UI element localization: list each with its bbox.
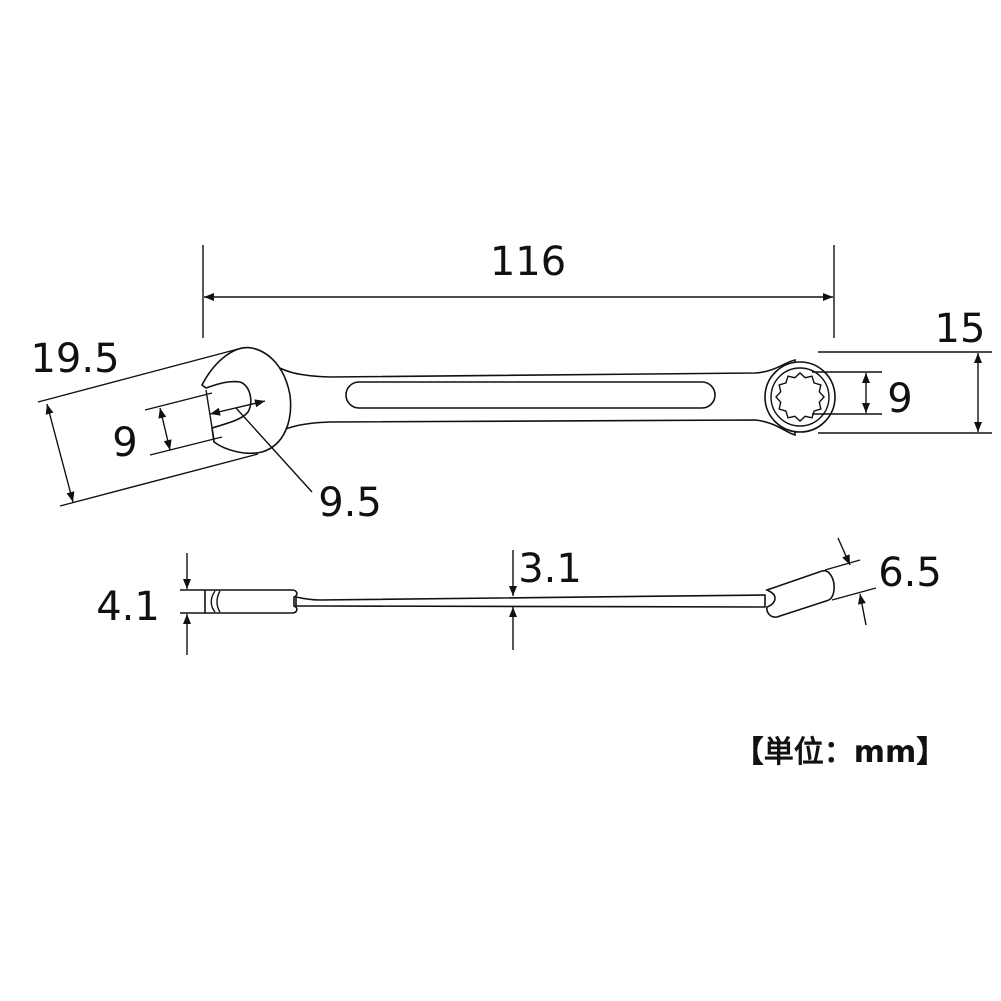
- dim-label-open-jaw-depth: 9.5: [318, 480, 382, 526]
- dim-open-jaw-depth: 9.5: [209, 399, 382, 526]
- side-handle: [295, 594, 766, 608]
- dim-ring-end: 15 9: [812, 306, 992, 434]
- handle-slot: [345, 381, 716, 409]
- dim-overall-length: 116: [202, 239, 835, 338]
- wrench-side-view: [204, 570, 835, 618]
- dim-open-head-width: 19.5: [30, 336, 259, 507]
- dim-ring-end-thickness: 6.5: [824, 537, 942, 626]
- twelve-point-socket-icon: [775, 372, 825, 422]
- wrench-top-view: [200, 346, 836, 455]
- dim-label-open-head-width: 19.5: [30, 336, 119, 382]
- unit-label: 【単位：mm】: [734, 735, 947, 770]
- side-ring-end: [764, 570, 835, 618]
- side-open-end: [204, 589, 298, 614]
- dim-label-handle-thickness: 3.1: [518, 546, 582, 592]
- dim-label-open-jaw-size: 9: [112, 420, 137, 466]
- dim-handle-thickness: 3.1: [509, 546, 582, 650]
- dim-open-end-thickness: 4.1: [96, 553, 205, 655]
- dim-label-overall-length: 116: [490, 239, 566, 285]
- open-end-jaw-line: [205, 389, 215, 441]
- dim-open-jaw-size: 9: [112, 392, 223, 466]
- open-end-head: [200, 346, 292, 455]
- dim-label-ring-size: 9: [887, 376, 912, 422]
- dim-label-ring-outer: 15: [935, 306, 986, 352]
- dim-label-ring-end-thickness: 6.5: [878, 550, 942, 596]
- dim-label-open-end-thickness: 4.1: [96, 584, 160, 630]
- ring-end-inner: [770, 367, 830, 427]
